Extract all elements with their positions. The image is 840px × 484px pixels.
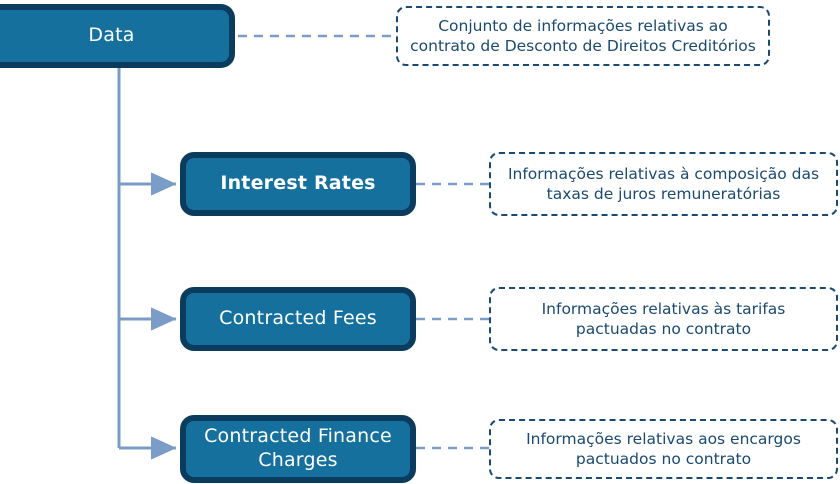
node-contracted-fees[interactable]: Contracted Fees bbox=[180, 287, 416, 351]
note-data: Conjunto de informações relativas ao con… bbox=[396, 6, 770, 66]
note-contracted-fees-text: Informações relativas às tarifas pactuad… bbox=[541, 299, 786, 338]
note-contracted-finance-charges: Informações relativas aos encargos pactu… bbox=[489, 419, 838, 479]
node-interest-rates-label: Interest Rates bbox=[220, 172, 376, 195]
node-data-label: Data bbox=[88, 24, 135, 47]
note-contracted-fees: Informações relativas às tarifas pactuad… bbox=[489, 287, 838, 351]
node-contracted-finance-charges-label: Contracted Finance Charges bbox=[204, 425, 392, 471]
note-contracted-finance-charges-text: Informações relativas aos encargos pactu… bbox=[526, 429, 801, 468]
node-contracted-fees-label: Contracted Fees bbox=[219, 307, 377, 330]
note-interest-rates-text: Informações relativas à composição das t… bbox=[507, 164, 820, 203]
note-data-text: Conjunto de informações relativas ao con… bbox=[410, 16, 756, 55]
note-interest-rates: Informações relativas à composição das t… bbox=[489, 152, 838, 216]
node-contracted-finance-charges[interactable]: Contracted Finance Charges bbox=[180, 415, 416, 483]
node-data[interactable]: Data bbox=[0, 4, 235, 68]
node-interest-rates[interactable]: Interest Rates bbox=[180, 152, 416, 216]
